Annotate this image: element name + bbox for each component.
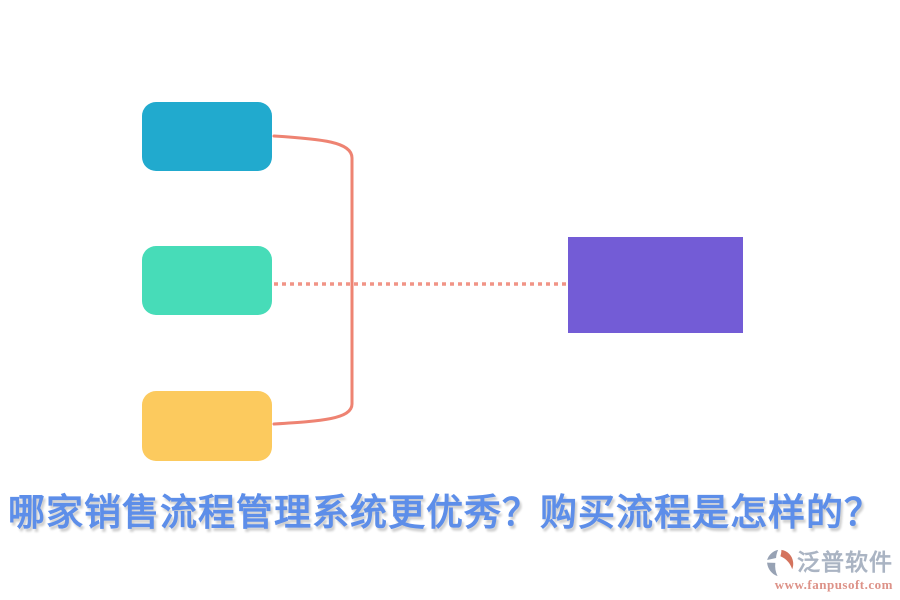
page-title: 哪家销售流程管理系统更优秀？购买流程是怎样的？ xyxy=(8,492,882,533)
source-box-middle xyxy=(142,246,272,315)
brand-watermark: 泛普软件 www.fanpusoft.com xyxy=(765,548,893,593)
brand-name: 泛普软件 xyxy=(797,549,893,576)
source-box-top xyxy=(142,102,272,171)
bracket-connector xyxy=(272,134,354,426)
brand-row: 泛普软件 xyxy=(765,548,893,578)
brand-url: www.fanpusoft.com xyxy=(774,577,893,592)
target-box xyxy=(568,237,743,333)
fanpu-logo-icon xyxy=(767,549,794,577)
source-box-bottom xyxy=(142,391,272,461)
